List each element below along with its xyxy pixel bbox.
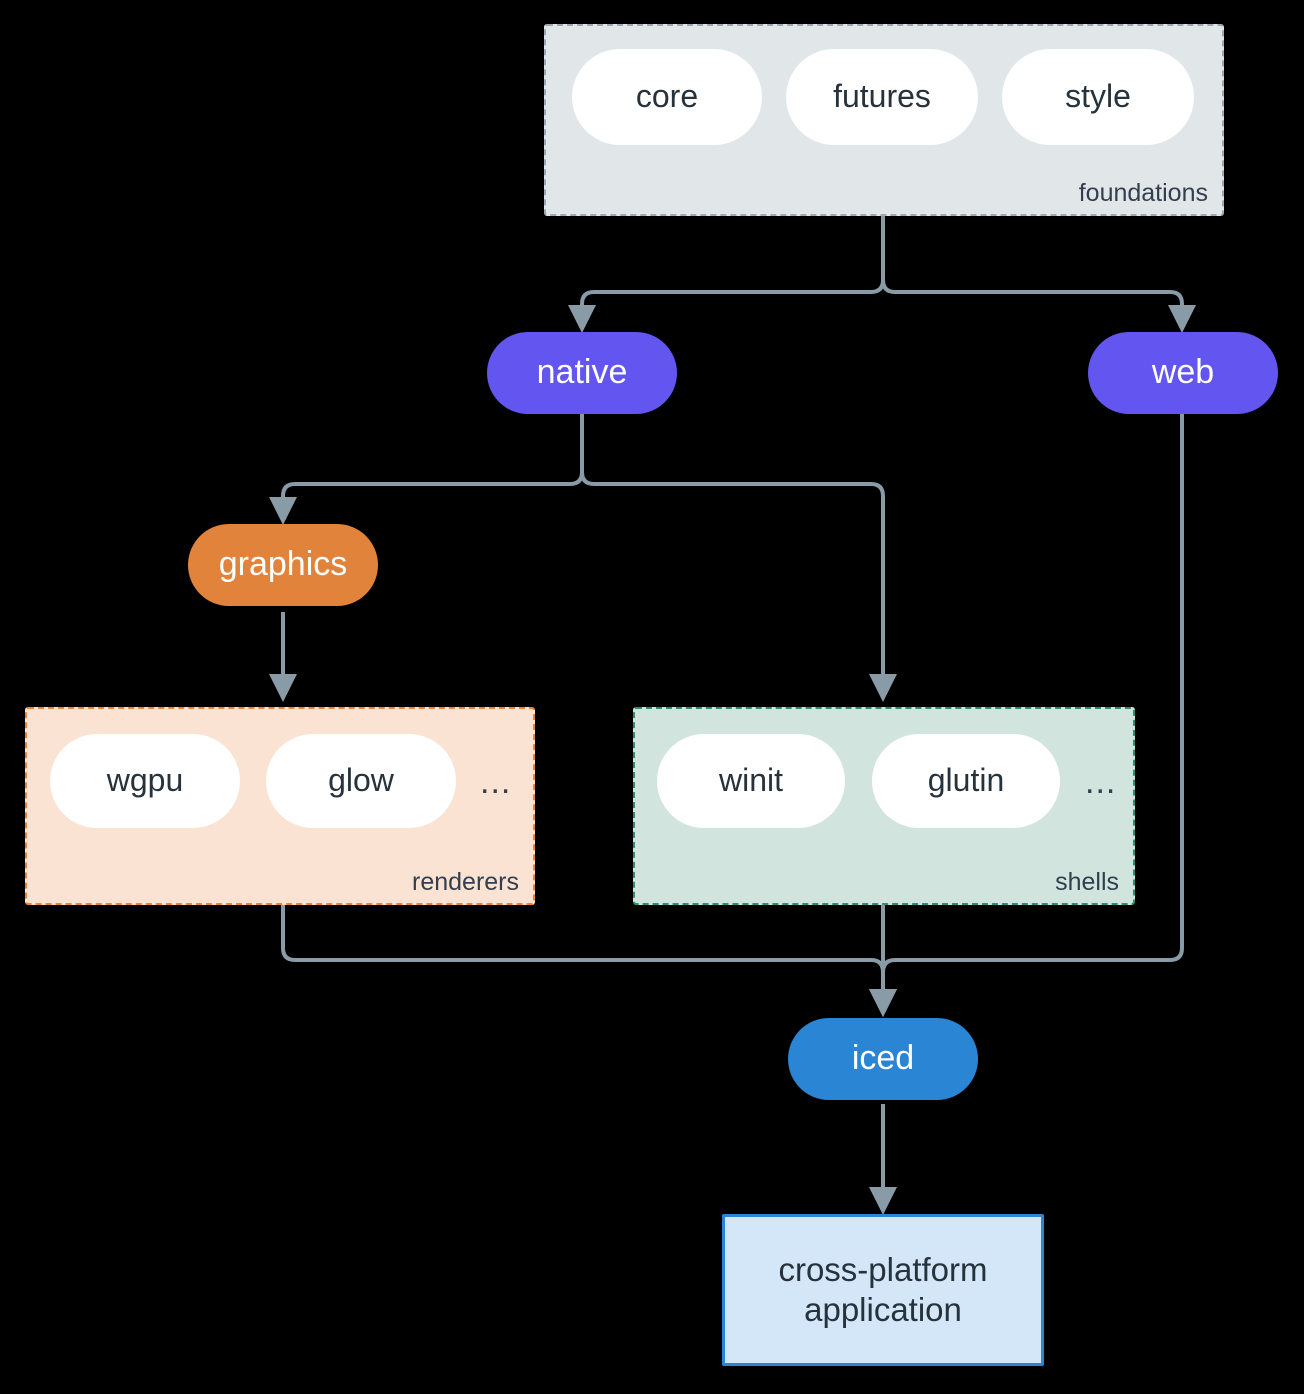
node-futures[interactable]: futures: [786, 49, 978, 145]
node-iced-label: iced: [851, 1039, 915, 1078]
node-futures-label: futures: [833, 78, 931, 115]
node-glow-label: glow: [328, 762, 394, 799]
cluster-shells-label: shells: [1055, 868, 1119, 896]
node-winit[interactable]: winit: [657, 734, 845, 828]
node-core-label: core: [635, 78, 699, 115]
node-application-label-line1: cross-platform: [778, 1250, 988, 1288]
node-application-label-line2: application: [804, 1291, 962, 1328]
node-renderers-more: ...: [480, 763, 512, 801]
node-style[interactable]: style: [1002, 49, 1194, 145]
cluster-renderers-label: renderers: [412, 868, 519, 896]
node-application[interactable]: cross-platform application: [722, 1214, 1044, 1366]
node-iced[interactable]: iced: [788, 1018, 978, 1100]
node-style-label: style: [1065, 78, 1131, 115]
edge-foundations-web: [881, 216, 1196, 333]
node-native[interactable]: native: [487, 332, 677, 414]
node-core[interactable]: core: [572, 49, 762, 145]
node-glutin-label: glutin: [927, 762, 1005, 799]
node-web[interactable]: web: [1088, 332, 1278, 414]
node-glow[interactable]: glow: [266, 734, 456, 828]
node-graphics[interactable]: graphics: [188, 524, 378, 606]
node-glutin[interactable]: glutin: [872, 734, 1060, 828]
node-web-label: web: [1151, 353, 1215, 392]
edge-native-graphics: [269, 414, 584, 525]
node-wgpu-label: wgpu: [106, 762, 184, 799]
node-graphics-label: graphics: [218, 545, 348, 584]
node-shells-more: ...: [1085, 763, 1117, 801]
edge-native-shells: [580, 414, 897, 702]
cluster-foundations-label: foundations: [1078, 179, 1208, 207]
node-winit-label: winit: [718, 762, 783, 799]
node-native-label: native: [536, 353, 628, 392]
edge-renderers-iced: [281, 905, 897, 1017]
edge-foundations-native: [568, 216, 885, 333]
node-wgpu[interactable]: wgpu: [50, 734, 240, 828]
